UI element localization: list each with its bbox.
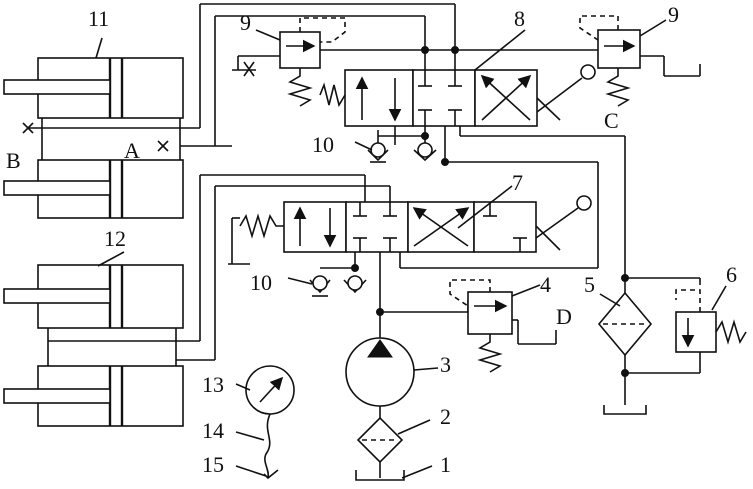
label-C: C — [604, 108, 619, 133]
label-3: 3 — [440, 352, 451, 377]
directional-valve-7 — [228, 195, 592, 265]
cylinder-12b-rod — [3, 388, 111, 404]
label-1: 1 — [440, 452, 451, 477]
check-valves-10-lower — [309, 275, 367, 297]
label-6: 6 — [726, 262, 737, 287]
label-13: 13 — [202, 372, 224, 397]
label-4: 4 — [540, 272, 551, 297]
pressure-gauge-13 — [245, 365, 295, 480]
label-A: A — [124, 138, 140, 163]
label-10-upper: 10 — [312, 132, 334, 157]
label-12: 12 — [104, 226, 126, 251]
directional-valve-8 — [319, 64, 596, 127]
pump-3 — [345, 337, 415, 407]
cylinder-11-group — [3, 57, 232, 219]
label-11: 11 — [88, 6, 109, 31]
relief-valve-4 — [449, 279, 557, 373]
label-2: 2 — [440, 404, 451, 429]
label-7: 7 — [512, 170, 523, 195]
filter-5 — [597, 291, 653, 415]
cylinder-11b-rod — [3, 180, 111, 196]
label-5: 5 — [584, 272, 595, 297]
label-15: 15 — [202, 452, 224, 477]
label-9-left: 9 — [240, 10, 251, 35]
cross-marker-B — [22, 122, 34, 134]
label-14: 14 — [202, 418, 224, 443]
label-D: D — [556, 304, 572, 329]
label-B: B — [6, 148, 21, 173]
junction-dots — [351, 46, 629, 377]
label-10-lower: 10 — [250, 270, 272, 295]
relief-valve-9-left — [232, 17, 346, 107]
label-8: 8 — [514, 6, 525, 31]
cylinder-11a-rod — [3, 79, 111, 95]
tank-1 — [355, 470, 405, 481]
relief-valve-9-right — [579, 15, 701, 107]
leader-lines — [95, 19, 727, 479]
label-9-right: 9 — [668, 2, 679, 27]
filter-2 — [356, 416, 404, 464]
cylinder-12a-rod — [3, 288, 111, 304]
cylinder-12-group — [3, 264, 184, 427]
component-labels: 11 9 8 9 B A C 10 7 12 10 4 5 6 D 3 13 2… — [6, 2, 737, 477]
cross-marker-A — [157, 140, 169, 152]
valve-6 — [675, 289, 747, 353]
